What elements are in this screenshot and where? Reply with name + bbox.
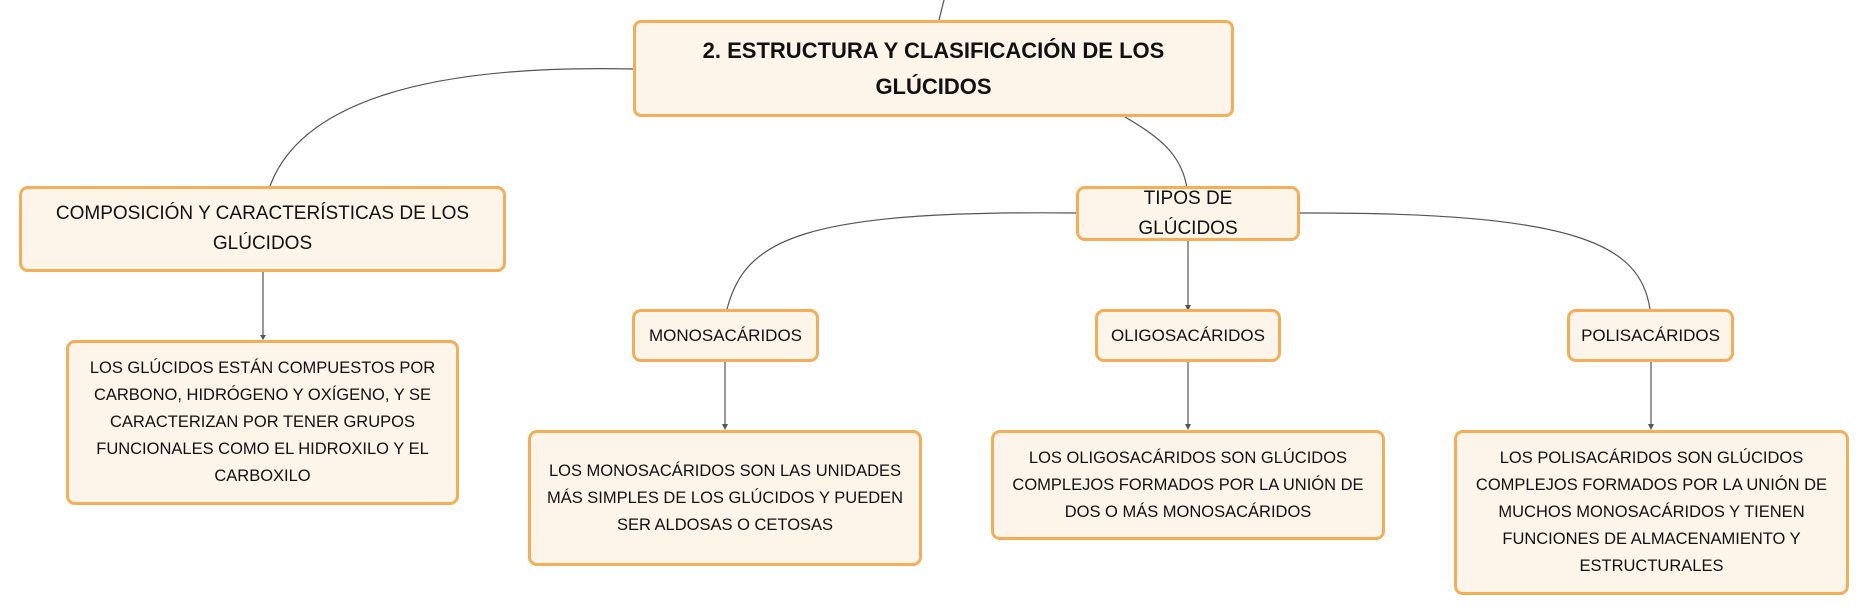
root-topic-label: 2. ESTRUCTURA Y CLASIFICACIÓN DE LOS GLÚ… xyxy=(702,37,1165,99)
polisacaridos-detail-text: LOS POLISACÁRIDOS SON GLÚCIDOS COMPLEJOS… xyxy=(1475,449,1828,575)
types-topic-label: TIPOS DE GLÚCIDOS xyxy=(1138,187,1238,239)
composition-topic-label: COMPOSICIÓN Y CARACTERÍSTICAS DE LOS GLÚ… xyxy=(55,203,470,254)
oligosacaridos-detail[interactable]: LOS OLIGOSACÁRIDOS SON GLÚCIDOS COMPLEJO… xyxy=(991,430,1385,540)
monosacaridos-label: MONOSACÁRIDOS xyxy=(648,326,803,345)
arrowhead xyxy=(1185,305,1191,311)
composition-detail[interactable]: LOS GLÚCIDOS ESTÁN COMPUESTOS POR CARBON… xyxy=(66,340,459,505)
connector-root-to-types xyxy=(1124,116,1188,189)
arrowhead xyxy=(1185,424,1191,430)
oligosacaridos-label: OLIGOSACÁRIDOS xyxy=(1111,326,1265,345)
oligosacaridos-detail-text: LOS OLIGOSACÁRIDOS SON GLÚCIDOS COMPLEJO… xyxy=(1012,448,1364,521)
connector-types-to-monosacaridos xyxy=(726,212,1077,310)
root-topic[interactable]: 2. ESTRUCTURA Y CLASIFICACIÓN DE LOS GLÚ… xyxy=(633,20,1234,117)
polisacaridos-topic[interactable]: POLISACÁRIDOS xyxy=(1567,309,1734,362)
polisacaridos-label: POLISACÁRIDOS xyxy=(1581,326,1720,345)
arrowhead xyxy=(1648,424,1654,430)
composition-detail-text: LOS GLÚCIDOS ESTÁN COMPUESTOS POR CARBON… xyxy=(89,359,436,485)
composition-topic[interactable]: COMPOSICIÓN Y CARACTERÍSTICAS DE LOS GLÚ… xyxy=(19,186,506,272)
monosacaridos-detail[interactable]: LOS MONOSACÁRIDOS SON LAS UNIDADES MÁS S… xyxy=(528,430,922,566)
polisacaridos-detail[interactable]: LOS POLISACÁRIDOS SON GLÚCIDOS COMPLEJOS… xyxy=(1454,430,1849,595)
arrowhead xyxy=(260,335,266,340)
arrowhead xyxy=(722,424,728,430)
monosacaridos-detail-text: LOS MONOSACÁRIDOS SON LAS UNIDADES MÁS S… xyxy=(546,461,904,534)
oligosacaridos-topic[interactable]: OLIGOSACÁRIDOS xyxy=(1095,309,1281,362)
connector-parent-to-root xyxy=(938,0,945,21)
connector-root-to-composition xyxy=(269,67,635,187)
monosacaridos-topic[interactable]: MONOSACÁRIDOS xyxy=(632,309,819,362)
connector-types-to-polisacaridos xyxy=(1299,212,1651,310)
types-topic[interactable]: TIPOS DE GLÚCIDOS xyxy=(1076,186,1300,241)
